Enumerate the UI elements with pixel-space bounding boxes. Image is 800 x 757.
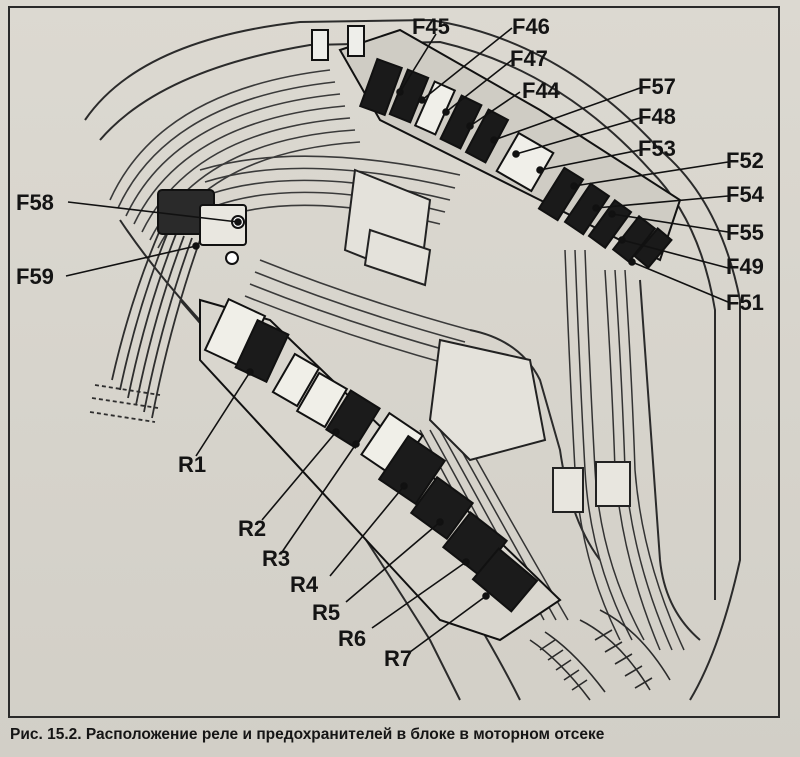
fuse-relay-diagram: F45 F46 F47 F44 F57 F48 F53 F52 F54 F55 … bbox=[16, 14, 765, 701]
fuse-label-f44: F44 bbox=[522, 78, 561, 103]
central-connectors bbox=[343, 168, 547, 462]
fuse-label-f59: F59 bbox=[16, 264, 54, 289]
fuse-block bbox=[311, 25, 682, 269]
fuse-label-f57: F57 bbox=[638, 74, 676, 99]
fuse-label-f55: F55 bbox=[726, 220, 764, 245]
relay-labels: R1 R2 R3 R4 R5 R6 R7 bbox=[178, 452, 412, 671]
ribbon-cable-left bbox=[89, 229, 201, 423]
fuse-label-f51: F51 bbox=[726, 290, 764, 315]
small-fuse-holder bbox=[157, 189, 247, 265]
fuse-labels: F45 F46 F47 F44 F57 F48 F53 F52 F54 F55 … bbox=[16, 14, 765, 315]
fuse-label-f46: F46 bbox=[512, 14, 550, 39]
relay-label-r6: R6 bbox=[338, 626, 366, 651]
fuse-label-f53: F53 bbox=[638, 136, 676, 161]
fuse-label-f52: F52 bbox=[726, 148, 764, 173]
figure-caption: Рис. 15.2. Расположение реле и предохран… bbox=[10, 726, 605, 743]
relay-block bbox=[199, 297, 562, 642]
relay-label-r4: R4 bbox=[290, 572, 319, 597]
figure-frame bbox=[8, 6, 780, 718]
corrugated-loom bbox=[529, 609, 671, 701]
fuse-label-f49: F49 bbox=[726, 254, 764, 279]
relay-label-r5: R5 bbox=[312, 600, 340, 625]
fuse-label-f58: F58 bbox=[16, 190, 54, 215]
relay-label-r1: R1 bbox=[178, 452, 206, 477]
relay-label-r7: R7 bbox=[384, 646, 412, 671]
fuse-label-f54: F54 bbox=[726, 182, 765, 207]
leader-lines bbox=[65, 27, 729, 653]
fuse-label-f48: F48 bbox=[638, 104, 676, 129]
harness-clamps bbox=[552, 461, 631, 513]
relay-label-r3: R3 bbox=[262, 546, 290, 571]
fuse-label-f45: F45 bbox=[412, 14, 450, 39]
relay-label-r2: R2 bbox=[238, 516, 266, 541]
fuse-label-f47: F47 bbox=[510, 46, 548, 71]
